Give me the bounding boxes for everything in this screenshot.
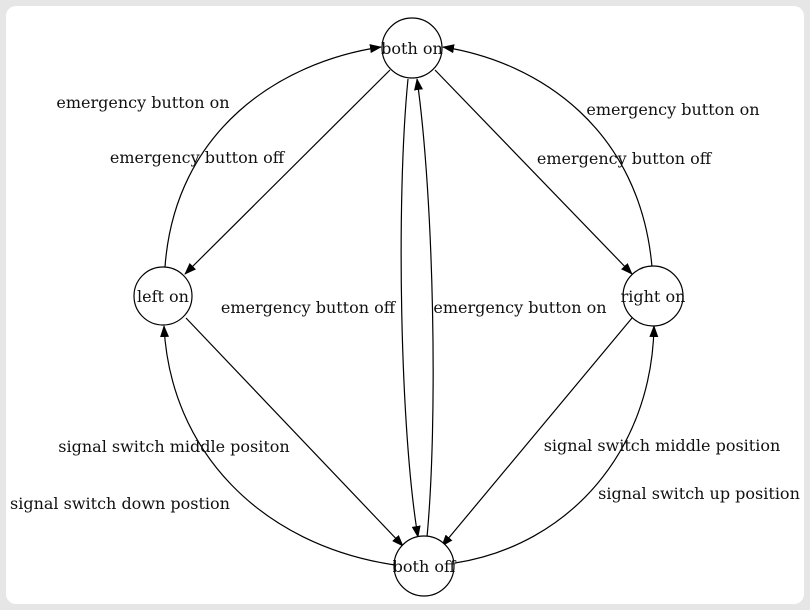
state-left-on: left on: [133, 266, 193, 326]
state-label-right-on: right on: [621, 287, 686, 306]
state-both-off: both off: [393, 535, 457, 597]
edge-label-both-off-to-right: signal switch up position: [598, 484, 800, 503]
state-label-left-on: left on: [137, 287, 189, 306]
edge-label-both-on-to-left: emergency button off: [110, 148, 286, 167]
edge-label-both-off-to-left: signal switch down postion: [10, 494, 230, 513]
edge-left-on-to-both-off: [185, 317, 404, 547]
edge-both-off-to-both-on: [414, 78, 434, 538]
edge-label-both-off-to-both-on: emergency button on: [433, 298, 606, 317]
edge-both-on-to-left-on: [184, 69, 391, 275]
state-right-on: right on: [621, 265, 686, 327]
edge-label-both-on-to-right: emergency button off: [537, 149, 713, 168]
edge-left-on-to-both-on: [164, 44, 382, 268]
state-label-both-off: both off: [393, 557, 457, 576]
state-label-both-on: both on: [381, 39, 443, 58]
edge-both-off-to-left-on: [160, 325, 396, 566]
state-both-on: both on: [381, 17, 443, 79]
edge-right-on-to-both-off: [441, 317, 633, 547]
edge-both-off-to-right-on: [454, 325, 659, 564]
edge-right-on-to-both-on: [442, 44, 653, 268]
edge-label-both-on-to-both-off: emergency button off: [221, 298, 397, 317]
edge-label-left-to-both-on: emergency button on: [56, 93, 229, 112]
edge-label-right-to-both-on: emergency button on: [586, 100, 759, 119]
edge-label-left-to-both-off: signal switch middle positon: [58, 437, 289, 456]
edge-label-right-to-both-off: signal switch middle position: [544, 436, 781, 455]
edge-both-on-to-right-on: [434, 69, 633, 275]
edge-both-on-to-both-off: [400, 78, 421, 538]
